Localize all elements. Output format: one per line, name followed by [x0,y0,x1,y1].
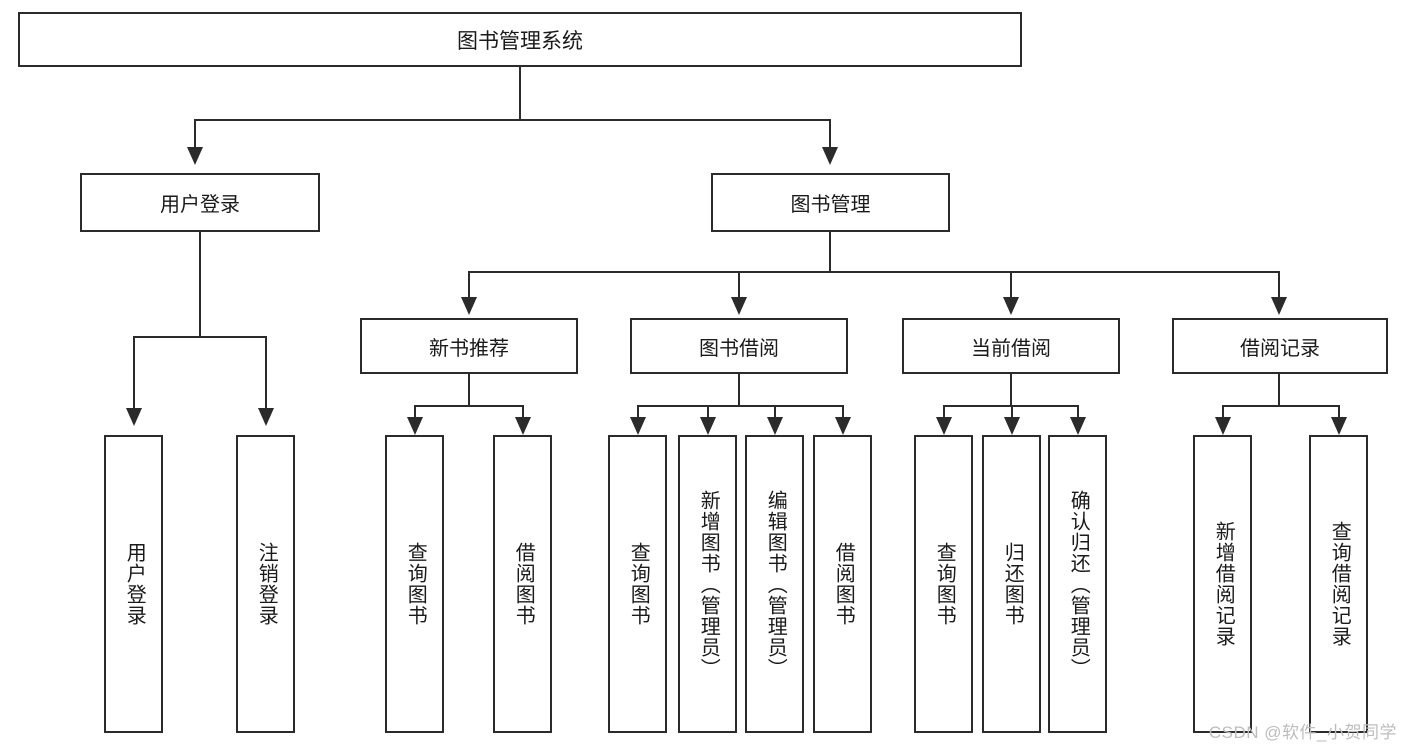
node-new-book-recommend[interactable]: 新书推荐 [360,318,578,374]
leaf-query-record[interactable]: 查询借阅记录 [1309,435,1368,733]
arrow-to-book-management [822,147,838,165]
arrow-to-leaf-borrow-book-1 [515,417,531,435]
leaf-borrow-book-1[interactable]: 借阅图书 [493,435,552,733]
connector-bb-branch-2 [707,405,709,417]
leaf-logout-login[interactable]: 注销登录 [236,435,295,733]
node-label: 用户登录 [123,542,146,626]
node-label: 图书管理系统 [457,29,583,53]
connector-br-bus [1222,405,1340,407]
leaf-query-book-2[interactable]: 查询图书 [608,435,667,733]
node-label: 新增借阅记录 [1212,521,1235,647]
node-label: 借阅记录 [1240,337,1320,360]
connector-nbr-stem [468,374,470,405]
node-label: 借阅图书 [512,542,535,626]
connector-br-stem [1278,374,1280,405]
connector-bm-branch-4 [1278,271,1280,297]
connector-root-bus [194,119,831,121]
arrow-to-book-borrow [731,297,747,315]
node-label: 编辑图书（管理员） [764,489,787,679]
node-label: 查询借阅记录 [1328,521,1351,647]
node-label: 查询图书 [627,542,650,626]
arrow-to-leaf-logout-login [258,408,274,426]
arrow-to-new-book-recommend [461,297,477,315]
connector-bb-bus [637,405,844,407]
arrow-to-user-login [187,147,203,165]
connector-user-login-bus [133,336,267,338]
connector-user-login-branch-2 [265,336,267,408]
node-label: 新增图书（管理员） [697,489,720,679]
connector-root-to-book-management [829,119,831,147]
arrow-to-borrow-record [1271,297,1287,315]
arrow-to-leaf-confirm-return [1070,417,1086,435]
connector-book-management-bus [468,271,1278,273]
arrow-to-current-borrow [1003,297,1019,315]
connector-root-stem [519,67,521,119]
leaf-add-record[interactable]: 新增借阅记录 [1193,435,1252,733]
leaf-query-book-3[interactable]: 查询图书 [914,435,973,733]
leaf-add-book[interactable]: 新增图书（管理员） [678,435,737,733]
node-label: 注销登录 [255,542,278,626]
leaf-query-book-1[interactable]: 查询图书 [385,435,444,733]
connector-user-login-branch-1 [133,336,135,408]
arrow-to-leaf-add-book [700,417,716,435]
node-label: 图书借阅 [699,337,779,360]
connector-cb-branch-3 [1077,405,1079,417]
node-label: 新书推荐 [429,337,509,360]
leaf-return-book[interactable]: 归还图书 [982,435,1041,733]
connector-br-branch-2 [1338,405,1340,417]
arrow-to-leaf-return-book [1004,417,1020,435]
connector-nbr-bus [414,405,524,407]
connector-bb-branch-3 [774,405,776,417]
connector-cb-bus [943,405,1078,407]
node-user-login[interactable]: 用户登录 [80,173,320,232]
node-root-system[interactable]: 图书管理系统 [18,12,1022,67]
leaf-borrow-book-2[interactable]: 借阅图书 [813,435,872,733]
node-label: 图书管理 [790,194,871,216]
arrow-to-leaf-query-book-1 [407,417,423,435]
node-label: 用户登录 [160,194,240,216]
leaf-edit-book[interactable]: 编辑图书（管理员） [745,435,804,733]
connector-book-management-stem [829,232,831,271]
node-label: 查询图书 [404,542,427,626]
connector-cb-branch-2 [1011,405,1013,417]
connector-bb-stem [738,374,740,405]
connector-user-login-stem [199,232,201,336]
connector-bb-branch-4 [842,405,844,417]
node-book-management[interactable]: 图书管理 [711,173,950,232]
node-book-borrow[interactable]: 图书借阅 [630,318,848,374]
node-label: 当前借阅 [971,337,1051,360]
node-label: 借阅图书 [832,542,855,626]
leaf-confirm-return[interactable]: 确认归还（管理员） [1048,435,1107,733]
node-label: 查询图书 [933,542,956,626]
arrow-to-leaf-borrow-book-2 [835,417,851,435]
node-current-borrow[interactable]: 当前借阅 [902,318,1120,374]
connector-cb-stem [1010,374,1012,405]
connector-nbr-branch-1 [414,405,416,417]
connector-bb-branch-1 [637,405,639,417]
connector-nbr-branch-2 [522,405,524,417]
arrow-to-leaf-query-book-2 [630,417,646,435]
arrow-to-leaf-query-record [1331,417,1347,435]
connector-root-to-user-login [194,119,196,147]
arrow-to-leaf-user-login [126,408,142,426]
arrow-to-leaf-query-book-3 [936,417,952,435]
leaf-user-login[interactable]: 用户登录 [104,435,163,733]
connector-cb-branch-1 [943,405,945,417]
connector-br-branch-1 [1222,405,1224,417]
csdn-watermark: CSDN @软件_小贺同学 [1208,723,1397,742]
connector-bm-branch-2 [738,271,740,297]
connector-bm-branch-3 [1010,271,1012,297]
arrow-to-leaf-edit-book [767,417,783,435]
node-label: 确认归还（管理员） [1067,489,1090,679]
node-borrow-record[interactable]: 借阅记录 [1172,318,1388,374]
node-label: 归还图书 [1001,542,1024,626]
connector-bm-branch-1 [468,271,470,297]
arrow-to-leaf-add-record [1215,417,1231,435]
